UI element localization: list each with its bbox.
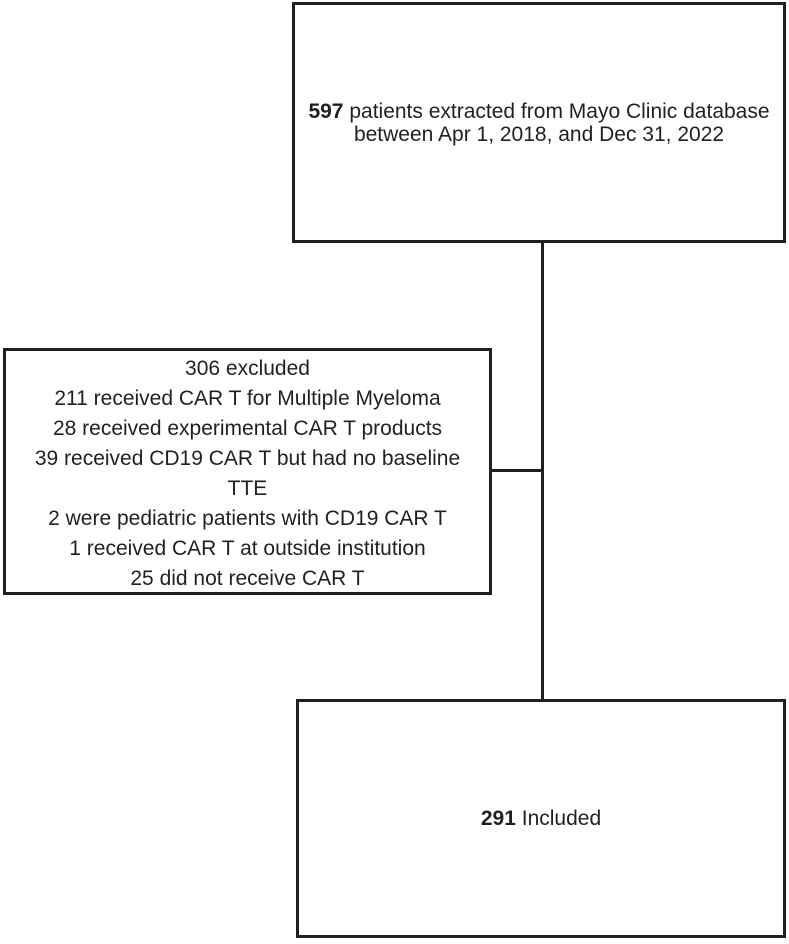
included-description: Included [515, 807, 602, 830]
connector-excluded-branch-line [491, 469, 542, 472]
extracted-description: patients extracted from Mayo Clinic data… [343, 99, 770, 146]
extracted-patients-box: 597 patients extracted from Mayo Clinic … [292, 2, 786, 243]
connector-top-to-bottom-line [541, 243, 544, 700]
excluded-reason-no-baseline-tte: 39 received CD19 CAR T but had no baseli… [34, 447, 461, 470]
excluded-reason-experimental-products: 28 received experimental CAR T products [52, 417, 443, 440]
extracted-patients-text: 597 patients extracted from Mayo Clinic … [295, 100, 783, 146]
included-count: 291 [480, 807, 516, 830]
included-patients-box: 291 Included [296, 699, 786, 938]
excluded-reason-did-not-receive: 25 did not receive CAR T [130, 567, 365, 590]
excluded-total-line: 306 excluded [185, 357, 310, 380]
excluded-patients-box: 306 excluded 211 received CAR T for Mult… [3, 348, 492, 595]
excluded-reason-multiple-myeloma: 211 received CAR T for Multiple Myeloma [54, 387, 441, 410]
excluded-reason-outside-institution: 1 received CAR T at outside institution [69, 537, 426, 560]
extracted-count: 597 [308, 99, 344, 123]
included-patients-text: 291 Included [481, 807, 601, 830]
excluded-reason-no-baseline-tte-wrap: TTE [227, 477, 268, 500]
excluded-reason-pediatric: 2 were pediatric patients with CD19 CAR … [48, 507, 447, 530]
